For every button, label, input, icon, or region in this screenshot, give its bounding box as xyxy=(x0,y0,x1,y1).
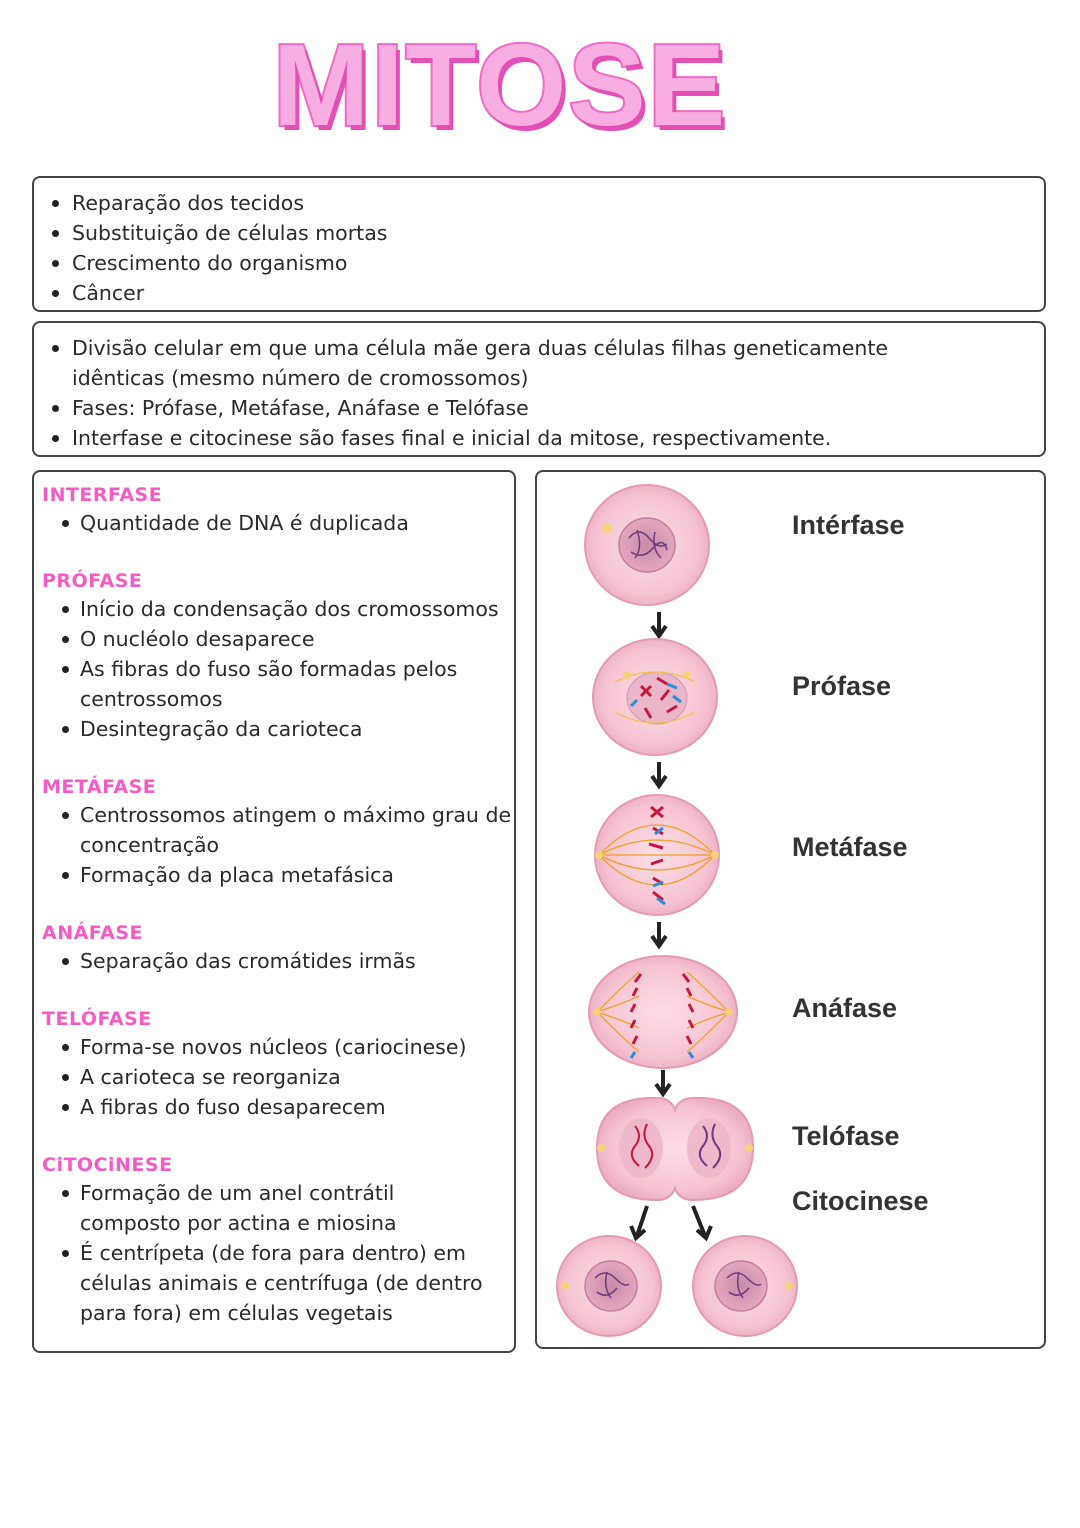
phase-heading: TELÓFASE xyxy=(42,1008,152,1030)
phase-interfase: INTERFASE Quantidade de DNA é duplicada xyxy=(42,482,514,538)
definition-box: Divisão celular em que uma célula mãe ge… xyxy=(32,321,1046,457)
list-item: Início da condensação dos cromossomos xyxy=(42,594,514,624)
phase-telofase: TELÓFASE Forma-se novos núcleos (carioci… xyxy=(42,1006,514,1122)
list-item: Crescimento do organismo xyxy=(34,248,1044,278)
arrow-icon xyxy=(691,1205,713,1242)
list-item: Interfase e citocinese são fases final e… xyxy=(34,423,1044,453)
arrow-icon xyxy=(650,922,668,950)
phase-profase: PRÓFASE Início da condensação dos cromos… xyxy=(42,568,514,744)
list-item: Substituição de células mortas xyxy=(34,218,1044,248)
list-item: Formação da placa metafásica xyxy=(42,860,514,890)
list-item: As fibras do fuso são formadas pelos cen… xyxy=(42,654,514,714)
list-item: Quantidade de DNA é duplicada xyxy=(42,508,514,538)
label-metafase: Metáfase xyxy=(792,832,908,862)
phase-heading: PRÓFASE xyxy=(42,570,143,592)
phases-box: INTERFASE Quantidade de DNA é duplicada … xyxy=(32,470,516,1353)
list-item: O nucléolo desaparece xyxy=(42,624,514,654)
phase-heading: INTERFASE xyxy=(42,484,163,506)
arrow-icon xyxy=(654,1070,672,1098)
label-interfase: Intérfase xyxy=(792,510,905,540)
list-item: Fases: Prófase, Metáfase, Anáfase e Teló… xyxy=(34,393,1044,423)
arrow-icon xyxy=(650,762,668,790)
list-item: A carioteca se reorganiza xyxy=(42,1062,514,1092)
page-title: MITOSE xyxy=(271,18,728,152)
list-item: Separação das cromátides irmãs xyxy=(42,946,514,976)
list-item: Forma-se novos núcleos (cariocinese) xyxy=(42,1032,514,1062)
phase-metafase: METÁFASE Centrossomos atingem o máximo g… xyxy=(42,774,514,890)
functions-box: Reparação dos tecidos Substituição de cé… xyxy=(32,176,1046,312)
arrow-icon xyxy=(650,612,668,640)
list-item: Centrossomos atingem o máximo grau de co… xyxy=(42,800,514,860)
daughter-cell-right xyxy=(692,1235,798,1337)
metafase-cell xyxy=(594,794,720,916)
label-citocinese: Citocinese xyxy=(792,1186,929,1216)
phase-citocinese: CiTOCiNESE Formação de um anel contrátil… xyxy=(42,1152,514,1328)
list-item: Reparação dos tecidos xyxy=(34,188,1044,218)
list-item: A fibras do fuso desaparecem xyxy=(42,1092,514,1122)
anafase-cell xyxy=(588,955,738,1069)
label-anafase: Anáfase xyxy=(792,993,898,1023)
label-profase: Prófase xyxy=(792,671,892,701)
mitosis-diagram-box: Intérfase Prófase Metáfase Anáfase Telóf… xyxy=(535,470,1046,1349)
phase-heading: CiTOCiNESE xyxy=(42,1154,173,1176)
list-item: Desintegração da carioteca xyxy=(42,714,514,744)
label-telofase: Telófase xyxy=(792,1121,900,1151)
list-item: Divisão celular em que uma célula mãe ge… xyxy=(34,333,1044,393)
profase-cell xyxy=(592,638,718,756)
mitosis-diagram xyxy=(556,484,798,1337)
telofase-cell xyxy=(595,1096,755,1202)
daughter-cell-left xyxy=(556,1235,662,1337)
list-item: Câncer xyxy=(34,278,1044,308)
list-item: Formação de um anel contrátil composto p… xyxy=(42,1178,514,1238)
phase-anafase: ANÁFASE Separação das cromátides irmãs xyxy=(42,920,514,976)
phase-heading: ANÁFASE xyxy=(42,922,143,944)
arrow-icon xyxy=(629,1205,649,1242)
phase-heading: METÁFASE xyxy=(42,776,157,798)
list-item: É centrípeta (de fora para dentro) em cé… xyxy=(42,1238,514,1328)
interfase-cell xyxy=(584,484,710,606)
